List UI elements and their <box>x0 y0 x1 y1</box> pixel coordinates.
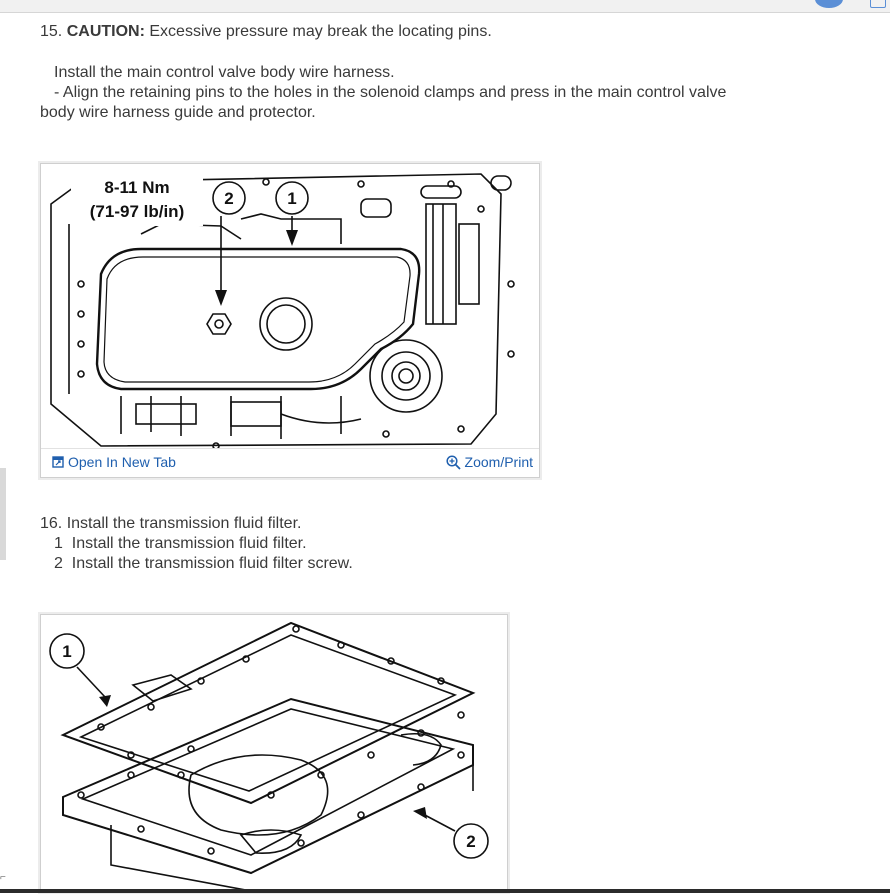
figure-toolbar: Open In New Tab Zoom/Print <box>41 448 539 477</box>
callout-2: 2 <box>224 189 233 208</box>
figure-valve-body: 8-11 Nm (71-97 lb/in) 2 1 Open In New Ta… <box>40 163 540 478</box>
resize-icon: ⌐ <box>0 872 6 883</box>
browser-top-bar <box>0 0 890 13</box>
torque-lb-label: (71-97 lb/in) <box>90 202 184 221</box>
zoom-print-label: Zoom/Print <box>464 454 533 470</box>
avatar[interactable] <box>815 0 843 8</box>
taskbar-edge <box>0 889 890 893</box>
item-text: Install the transmission fluid filter. <box>71 535 307 552</box>
caution-label: CAUTION: <box>66 23 145 40</box>
item-number: 1 <box>54 535 63 552</box>
callout-2: 2 <box>466 832 475 851</box>
scrollbar-thumb[interactable] <box>0 468 6 560</box>
valve-body-diagram: 8-11 Nm (71-97 lb/in) 2 1 <box>50 170 515 450</box>
item-text: Install the transmission fluid filter sc… <box>71 555 353 572</box>
open-new-tab-label: Open In New Tab <box>68 454 176 470</box>
open-new-tab-icon <box>52 456 64 468</box>
callout-1: 1 <box>62 642 71 661</box>
step-number: 15. <box>40 23 63 40</box>
step15-subline-1: - Align the retaining pins to the holes … <box>54 84 727 101</box>
fluid-filter-diagram: 1 2 <box>49 621 489 892</box>
figure-fluid-filter: 1 2 <box>40 614 508 892</box>
step16-item-1: 1 Install the transmission fluid filter. <box>54 535 307 553</box>
zoom-in-icon <box>445 454 461 470</box>
step16-item-2: 2 Install the transmission fluid filter … <box>54 555 353 573</box>
step15-caution-line: 15. CAUTION: Excessive pressure may brea… <box>40 23 492 41</box>
open-new-tab-link[interactable]: Open In New Tab <box>52 454 176 470</box>
step16-title: 16. Install the transmission fluid filte… <box>40 515 302 532</box>
zoom-print-link[interactable]: Zoom/Print <box>445 454 533 470</box>
callout-1: 1 <box>287 189 296 208</box>
item-number: 2 <box>54 555 63 572</box>
caution-text: Excessive pressure may break the locatin… <box>149 23 492 40</box>
step15-action: Install the main control valve body wire… <box>54 64 395 81</box>
window-icon[interactable] <box>870 0 886 8</box>
torque-nm-label: 8-11 Nm <box>104 178 169 197</box>
step15-subline-2: body wire harness guide and protector. <box>40 104 316 121</box>
